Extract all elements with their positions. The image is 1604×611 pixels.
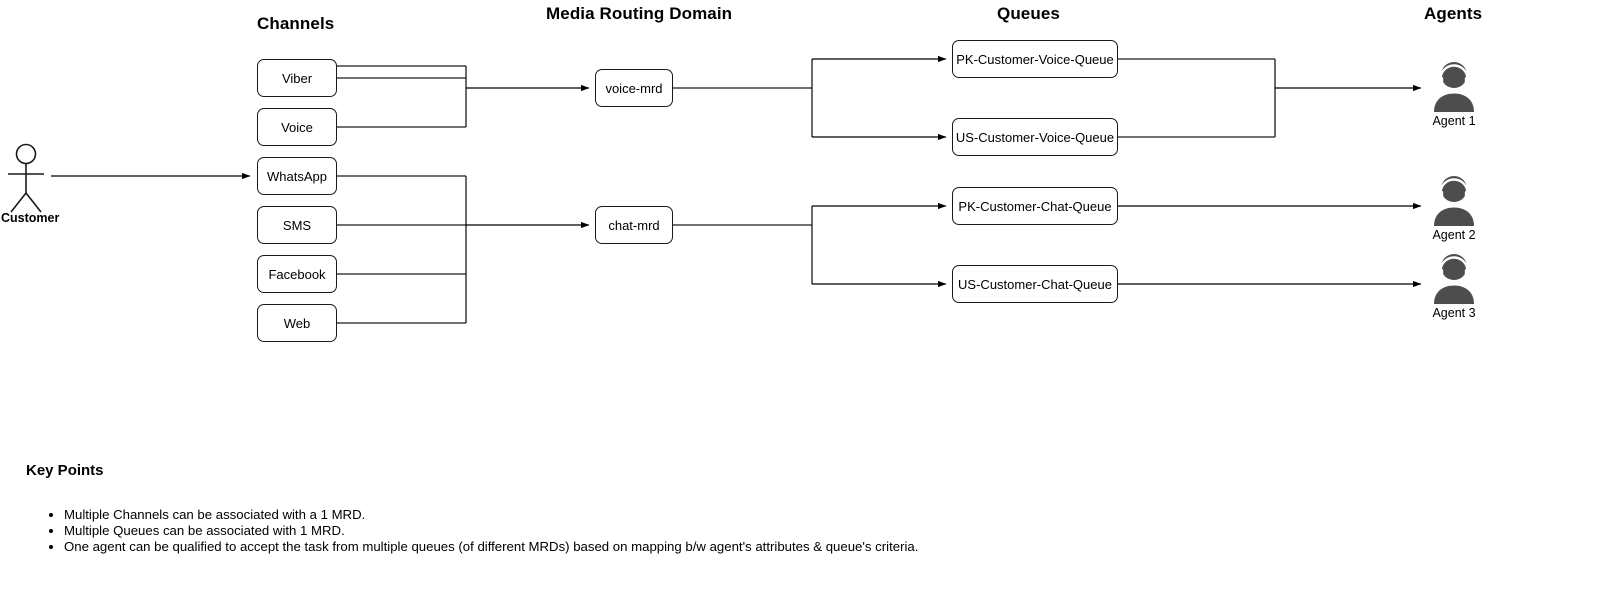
agent-3[interactable]: Agent 3 [1410, 250, 1498, 320]
agent-3-label: Agent 3 [1432, 306, 1476, 320]
mrd-box-chat-mrd[interactable]: chat-mrd [595, 206, 673, 244]
channel-box-whatsapp[interactable]: WhatsApp [257, 157, 337, 195]
section-title-media-routing-domain: Media Routing Domain [546, 4, 733, 23]
channel-box-facebook[interactable]: Facebook [257, 255, 337, 293]
channel-box-viber[interactable]: Viber [257, 59, 337, 97]
key-point-item: Multiple Queues can be associated with 1… [64, 523, 918, 539]
headset-agent-icon [1434, 254, 1474, 304]
queue-box-us-customer-voice-queue[interactable]: US-Customer-Voice-Queue [952, 118, 1118, 156]
section-title-channels: Channels [257, 14, 335, 33]
agent-2[interactable]: Agent 2 [1410, 172, 1498, 242]
channel-box-voice[interactable]: Voice [257, 108, 337, 146]
section-title-queues: Queues [997, 4, 1060, 23]
key-points-list: Multiple Channels can be associated with… [38, 507, 918, 556]
section-title-agents: Agents [1424, 4, 1483, 23]
channel-box-sms[interactable]: SMS [257, 206, 337, 244]
queue-box-us-customer-chat-queue[interactable]: US-Customer-Chat-Queue [952, 265, 1118, 303]
mrd-box-voice-mrd[interactable]: voice-mrd [595, 69, 673, 107]
key-point-item: Multiple Channels can be associated with… [64, 507, 918, 523]
customer-label: Customer [1, 211, 60, 225]
queue-box-pk-customer-chat-queue[interactable]: PK-Customer-Chat-Queue [952, 187, 1118, 225]
agent-1-label: Agent 1 [1432, 114, 1476, 128]
headset-agent-icon [1434, 176, 1474, 226]
queue-box-pk-customer-voice-queue[interactable]: PK-Customer-Voice-Queue [952, 40, 1118, 78]
channel-box-web[interactable]: Web [257, 304, 337, 342]
key-points-heading: Key Points [26, 462, 104, 479]
headset-agent-icon [1434, 62, 1474, 112]
agent-2-label: Agent 2 [1432, 228, 1476, 242]
customer-stick-figure [8, 143, 44, 213]
key-point-item: One agent can be qualified to accept the… [64, 539, 918, 555]
agent-1[interactable]: Agent 1 [1410, 58, 1498, 128]
